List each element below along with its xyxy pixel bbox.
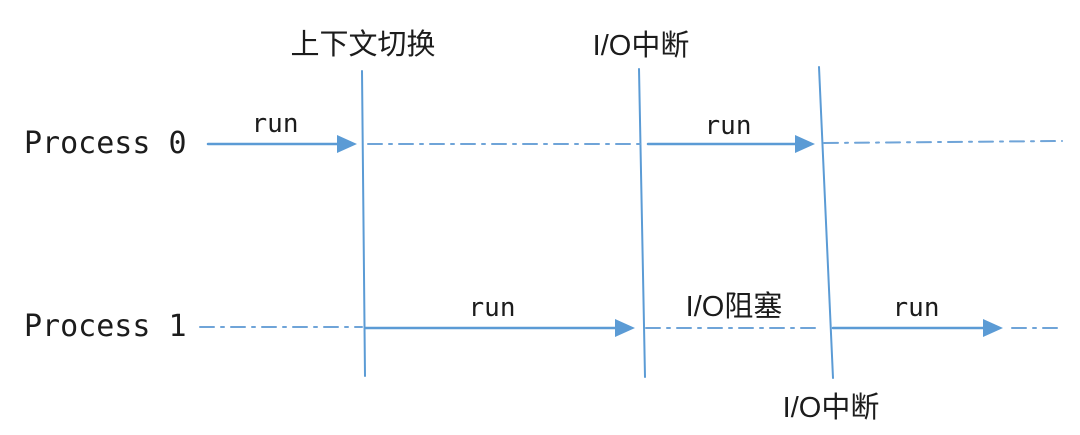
io-interrupt-bottom-event-line xyxy=(818,66,834,379)
process-1-run-1-arrowhead xyxy=(615,319,635,337)
io-interrupt-bottom-label: I/O中断 xyxy=(783,391,880,424)
process-0-run-1-arrowhead xyxy=(337,135,357,153)
process-0-run-2-arrowhead xyxy=(795,135,815,153)
process-1-label: Process 1 xyxy=(24,309,187,344)
io-block-label: I/O阻塞 xyxy=(686,290,783,323)
process-0-run-1-label: run xyxy=(252,109,299,139)
context-switch-label: 上下文切换 xyxy=(290,28,435,61)
io-interrupt-top-event-line xyxy=(638,68,646,378)
process-0-run-2-label: run xyxy=(705,111,752,141)
context-switch-event-line xyxy=(361,70,366,377)
io-interrupt-top-label: I/O中断 xyxy=(593,29,690,62)
process-0-label: Process 0 xyxy=(24,126,187,161)
process-1-run-2-arrowhead xyxy=(983,319,1003,337)
process-1-run-2-label: run xyxy=(893,293,940,323)
process-1-run-1-label: run xyxy=(469,293,516,323)
process-0-idle-2-line xyxy=(823,140,1063,144)
